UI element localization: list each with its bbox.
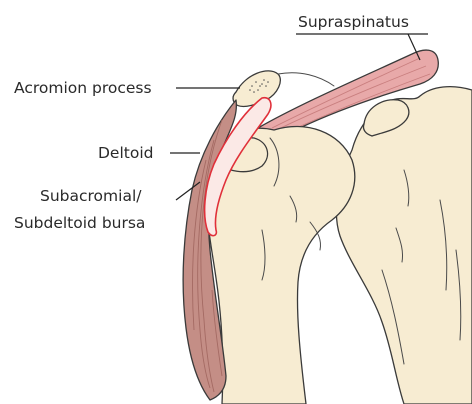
label-supraspinatus: Supraspinatus <box>298 13 409 31</box>
label-acromion-group: Acromion process <box>14 79 240 97</box>
label-deltoid-group: Deltoid <box>98 144 200 162</box>
label-bursa-line2: Subdeltoid bursa <box>14 214 145 232</box>
label-bursa-group: Subacromial/ Subdeltoid bursa <box>14 182 200 232</box>
label-bursa-line1: Subacromial/ <box>40 187 142 205</box>
label-acromion-process: Acromion process <box>14 79 152 97</box>
label-supraspinatus-group: Supraspinatus <box>296 13 428 60</box>
acromion-shape <box>233 71 280 107</box>
label-deltoid: Deltoid <box>98 144 153 162</box>
scapula <box>336 87 472 404</box>
acromioclavicular-arc <box>278 73 334 86</box>
scapula-body <box>336 87 472 404</box>
